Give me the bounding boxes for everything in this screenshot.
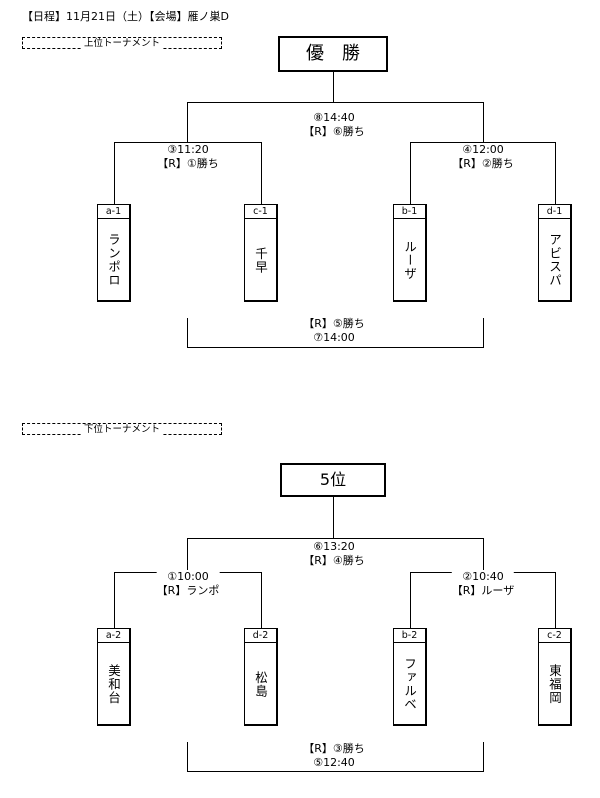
lower-left-drop	[187, 538, 188, 572]
upper-line-c1	[261, 142, 262, 204]
team-name: 松島	[253, 670, 268, 698]
upper-line-b1	[410, 142, 411, 204]
upper-semi-right-bar	[410, 142, 556, 143]
lower-third-left	[187, 742, 188, 772]
team-box: b-2 ファルベ	[393, 628, 427, 726]
upper-title-box: 優 勝	[278, 36, 388, 72]
team-name: ファルベ	[402, 657, 417, 711]
schedule-header: 【日程】11月21日（土）【会場】雁ノ巣D	[22, 10, 229, 23]
lower-line-b2	[410, 572, 411, 628]
upper-final-stem	[333, 72, 334, 102]
upper-section-label: 上位トーナメント	[22, 37, 222, 49]
lower-final-stem	[333, 497, 334, 538]
team-code: d-2	[245, 629, 276, 643]
lower-semi-left-info: ①10:00 【R】ランポ	[156, 570, 220, 598]
lower-third-info: 【R】③勝ち ⑤12:40	[303, 742, 365, 769]
upper-semi-left-bar	[114, 142, 262, 143]
upper-line-a1	[114, 142, 115, 204]
lower-final-bar	[187, 538, 484, 539]
upper-third-right	[483, 318, 484, 348]
upper-line-d1	[555, 142, 556, 204]
team-code: b-1	[394, 205, 425, 219]
team-box: b-1 ルーザ	[393, 204, 427, 302]
lower-line-c2	[555, 572, 556, 628]
upper-left-drop	[187, 102, 188, 142]
team-name: 千早	[253, 246, 268, 274]
team-name: アビスパ	[547, 233, 562, 287]
upper-semi-right-info: ④12:00 【R】②勝ち	[452, 143, 514, 171]
team-code: c-1	[245, 205, 276, 219]
team-name: ルーザ	[402, 239, 417, 281]
lower-line-d2	[261, 572, 262, 628]
lower-final-info: ⑥13:20 【R】④勝ち	[303, 540, 365, 568]
upper-semi-left-info: ③11:20 【R】①勝ち	[157, 143, 219, 171]
lower-section-label: 下位トーナメント	[22, 423, 222, 435]
team-name: 東福岡	[547, 663, 562, 705]
team-box: a-1 ランポロ	[97, 204, 131, 302]
team-box: a-2 美和台	[97, 628, 131, 726]
team-code: b-2	[394, 629, 425, 643]
lower-third-right	[483, 742, 484, 772]
lower-title-box: 5位	[280, 463, 386, 497]
lower-line-a2	[114, 572, 115, 628]
team-code: c-2	[539, 629, 570, 643]
upper-right-drop	[483, 102, 484, 142]
upper-final-info: ⑧14:40 【R】⑥勝ち	[303, 111, 365, 139]
lower-semi-right-info: ②10:40 【R】ルーザ	[451, 570, 515, 598]
lower-right-drop	[483, 538, 484, 572]
team-box: d-2 松島	[244, 628, 278, 726]
team-box: c-1 千早	[244, 204, 278, 302]
upper-third-left	[187, 318, 188, 348]
team-code: d-1	[539, 205, 570, 219]
team-name: 美和台	[106, 663, 121, 705]
upper-third-info: 【R】⑤勝ち ⑦14:00	[303, 317, 365, 344]
team-code: a-1	[98, 205, 129, 219]
team-box: d-1 アビスパ	[538, 204, 572, 302]
team-box: c-2 東福岡	[538, 628, 572, 726]
team-name: ランポロ	[106, 233, 121, 287]
upper-third-bar	[187, 347, 484, 348]
upper-final-bar	[187, 102, 484, 103]
team-code: a-2	[98, 629, 129, 643]
lower-third-bar	[187, 771, 484, 772]
